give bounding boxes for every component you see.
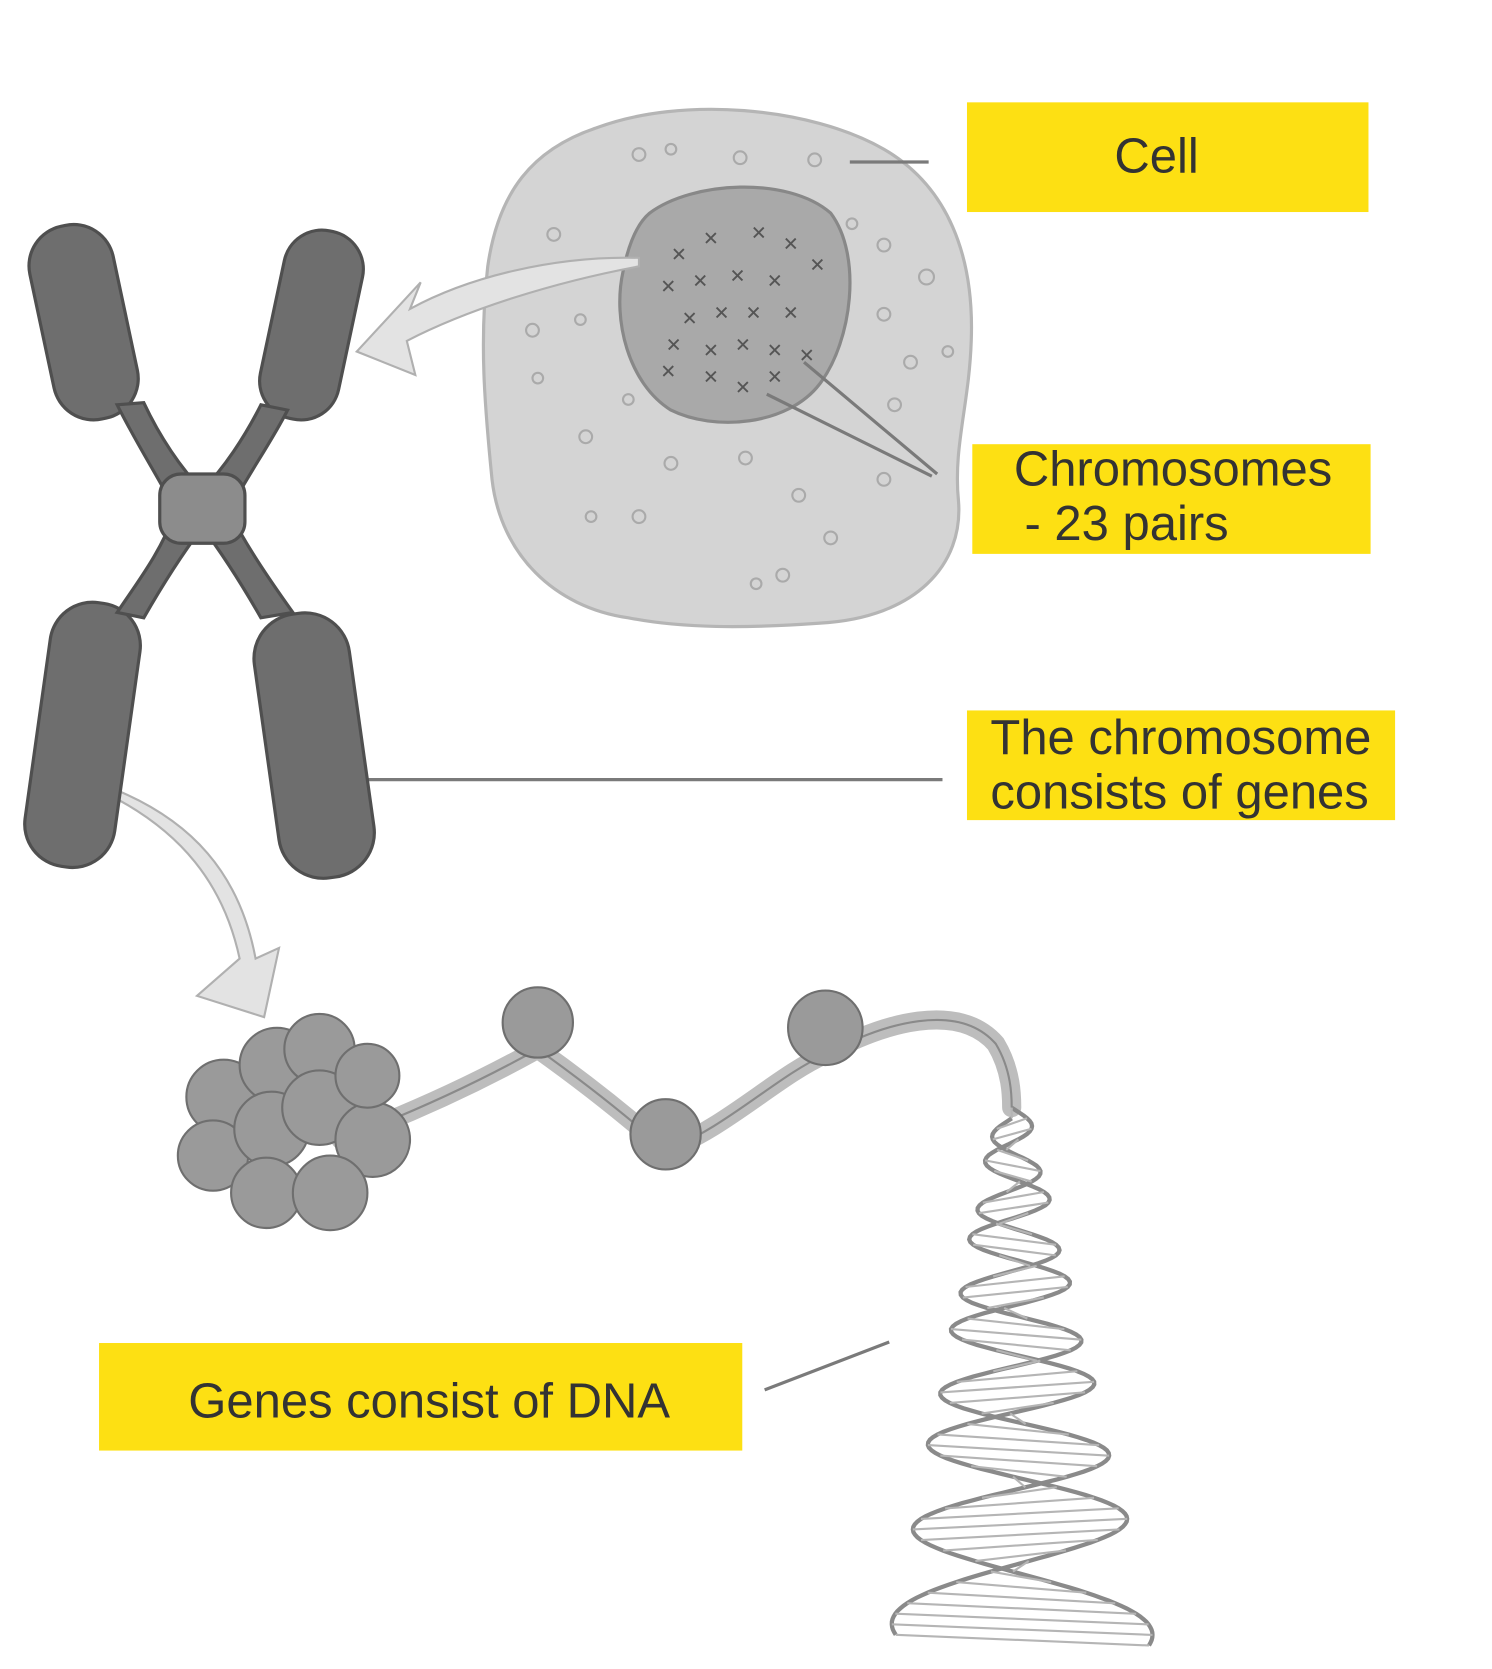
dna-base-pair	[1005, 1180, 1021, 1193]
dna-base-pair	[998, 1254, 1031, 1267]
svg-text:✕: ✕	[703, 339, 719, 362]
dna-base-pair	[992, 1127, 1032, 1141]
label-cell: Cell	[966, 102, 1369, 213]
svg-text:✕: ✕	[703, 227, 719, 250]
dna-base-pair	[978, 1201, 1049, 1215]
dna-base-pair	[975, 1549, 1067, 1563]
dna-base-pair	[927, 1591, 1116, 1605]
dna-base-pair	[971, 1465, 1067, 1478]
dna-base-pair	[1012, 1475, 1027, 1489]
svg-text:✕: ✕	[767, 365, 783, 388]
arrow-cell-to-chromosome-icon	[354, 256, 641, 377]
nucleosome-fiber-illustration	[176, 986, 1022, 1232]
dna-base-pair	[967, 1422, 1069, 1436]
label-chromosome-genes-line1: The chromosome	[990, 711, 1371, 765]
dna-base-pair	[984, 1159, 1041, 1173]
svg-text:✕: ✕	[714, 302, 730, 325]
svg-text:✕: ✕	[799, 344, 815, 367]
dna-base-pair	[996, 1117, 1028, 1130]
dna-base-pair	[995, 1222, 1033, 1236]
dna-base-pair	[1005, 1138, 1020, 1151]
dna-base-pair	[982, 1190, 1045, 1204]
arrow-chromosome-to-dna-icon	[104, 786, 281, 1019]
svg-text:✕: ✕	[745, 302, 761, 325]
dna-base-pair	[961, 1338, 1071, 1352]
dna-base-pair	[981, 1401, 1054, 1415]
svg-text:✕: ✕	[767, 270, 783, 293]
svg-text:✕: ✕	[735, 334, 751, 357]
svg-text:✕: ✕	[751, 222, 767, 245]
label-cell-text: Cell	[1114, 130, 1198, 184]
dna-base-pair	[993, 1169, 1033, 1183]
dna-base-pair	[937, 1433, 1100, 1447]
label-chromosome-genes: The chromosome consists of genes	[966, 710, 1396, 821]
dna-base-pair	[967, 1317, 1065, 1331]
dna-base-pair	[920, 1528, 1120, 1542]
dna-base-pair	[987, 1296, 1045, 1310]
svg-text:✕: ✕	[671, 243, 687, 266]
dna-base-pair	[962, 1285, 1068, 1299]
dna-base-pair	[965, 1275, 1065, 1289]
dna-helix-illustration	[889, 1105, 1155, 1647]
dna-base-pair	[972, 1233, 1057, 1246]
dna-base-pair	[912, 1517, 1128, 1531]
dna-base-pair	[895, 1612, 1149, 1626]
svg-text:✕: ✕	[729, 264, 745, 287]
dna-base-pair	[1012, 1560, 1030, 1573]
label-chromosomes: Chromosomes - 23 pairs	[972, 443, 1371, 554]
dna-base-pair	[950, 1328, 1082, 1341]
label-genes-dna-text: Genes consist of DNA	[188, 1375, 670, 1429]
label-chromosomes-line2: - 23 pairs	[1024, 497, 1228, 551]
label-chromosome-genes-line2: consists of genes	[990, 765, 1368, 819]
svg-text:✕: ✕	[660, 275, 676, 298]
svg-text:✕: ✕	[809, 254, 825, 277]
dna-base-pair	[990, 1570, 1052, 1584]
dna-base-pair	[1009, 1412, 1027, 1425]
dna-base-pair	[920, 1507, 1119, 1521]
cell-illustration: ✕✕✕✕ ✕✕✕✕ ✕✕✕✕ ✕✕✕✕ ✕✕✕✕ ✕✕	[481, 107, 974, 629]
dna-base-pair	[972, 1243, 1056, 1257]
dna-base-pair	[981, 1486, 1057, 1499]
dna-base-pair	[956, 1581, 1087, 1594]
label-genes-dna: Genes consist of DNA	[99, 1343, 743, 1451]
chromosome-illustration	[23, 222, 376, 880]
dna-base-pair	[998, 1212, 1029, 1225]
dna-base-pair	[949, 1391, 1086, 1405]
dna-base-pair	[956, 1370, 1078, 1383]
dna-base-pair	[891, 1623, 1153, 1636]
svg-text:✕: ✕	[735, 376, 751, 399]
dna-base-pair	[996, 1148, 1029, 1162]
label-chromosomes-line1: Chromosomes	[1014, 443, 1332, 497]
dna-base-pair	[996, 1349, 1038, 1362]
leader-lines	[367, 160, 943, 1392]
svg-text:✕: ✕	[783, 232, 799, 255]
svg-text:✕: ✕	[767, 339, 783, 362]
dna-base-pair	[927, 1443, 1110, 1457]
dna-base-pair	[895, 1633, 1150, 1647]
dna-base-pair	[992, 1264, 1037, 1278]
dna-base-pair	[993, 1359, 1041, 1373]
dna-base-pair	[940, 1454, 1098, 1468]
svg-text:✕: ✕	[682, 307, 698, 330]
svg-text:✕: ✕	[660, 360, 676, 383]
dna-base-pair	[943, 1538, 1098, 1552]
svg-text:✕: ✕	[783, 302, 799, 325]
svg-text:✕: ✕	[703, 365, 719, 388]
dna-base-pair	[1003, 1307, 1028, 1320]
dna-base-pair	[907, 1602, 1137, 1615]
dna-base-pair	[945, 1496, 1095, 1510]
svg-text:✕: ✕	[666, 334, 682, 357]
dna-base-pair	[940, 1380, 1095, 1394]
svg-text:✕: ✕	[692, 270, 708, 293]
